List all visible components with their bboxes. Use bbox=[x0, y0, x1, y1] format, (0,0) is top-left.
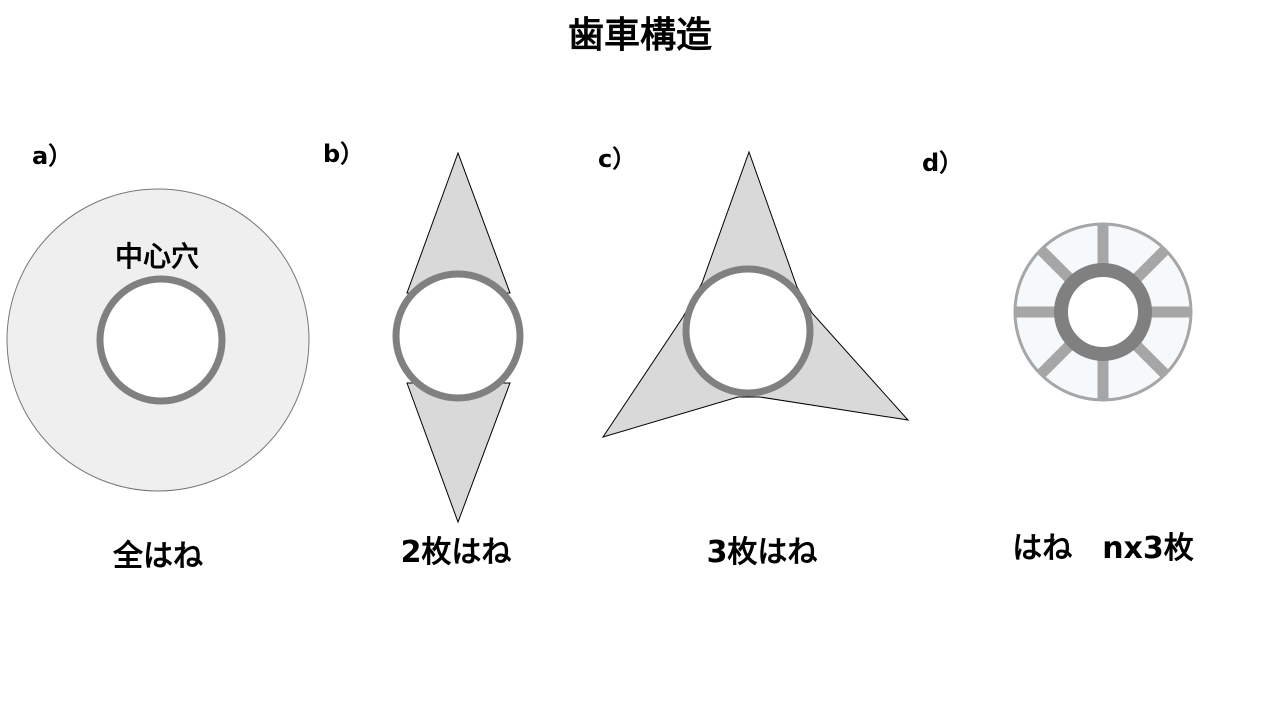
panel-b-label: b） bbox=[323, 140, 364, 168]
spoke bbox=[1130, 339, 1169, 378]
center-hole-ring bbox=[1054, 263, 1152, 361]
panel-d-label: d） bbox=[922, 149, 963, 177]
diagram-title: 歯車構造 bbox=[568, 15, 712, 56]
blade-lower bbox=[406, 382, 511, 524]
spoke bbox=[1130, 246, 1169, 285]
spokes bbox=[1016, 225, 1190, 399]
panel-c-three-blades: c） 3枚はね bbox=[598, 145, 910, 570]
center-hole-ring bbox=[682, 265, 814, 397]
panel-c-caption: 3枚はね bbox=[707, 535, 818, 570]
center-hole-ring bbox=[392, 270, 524, 402]
panel-a-full-blade: a） 中心穴 全はね bbox=[6, 142, 310, 574]
center-hole-annotation: 中心穴 bbox=[115, 240, 199, 273]
panel-a-caption: 全はね bbox=[112, 539, 203, 574]
spoke bbox=[1037, 339, 1076, 378]
panel-d-multi-blades: d） はね nx3枚 bbox=[922, 149, 1194, 566]
center-hole-ring bbox=[96, 275, 226, 405]
panel-a-label: a） bbox=[32, 142, 72, 170]
panel-c-label: c） bbox=[598, 145, 636, 173]
panel-b-caption: 2枚はね bbox=[401, 535, 512, 570]
spoke bbox=[1037, 246, 1076, 285]
panel-d-caption: はね nx3枚 bbox=[1012, 531, 1194, 566]
panel-b-two-blades: b） 2枚はね bbox=[323, 140, 524, 570]
